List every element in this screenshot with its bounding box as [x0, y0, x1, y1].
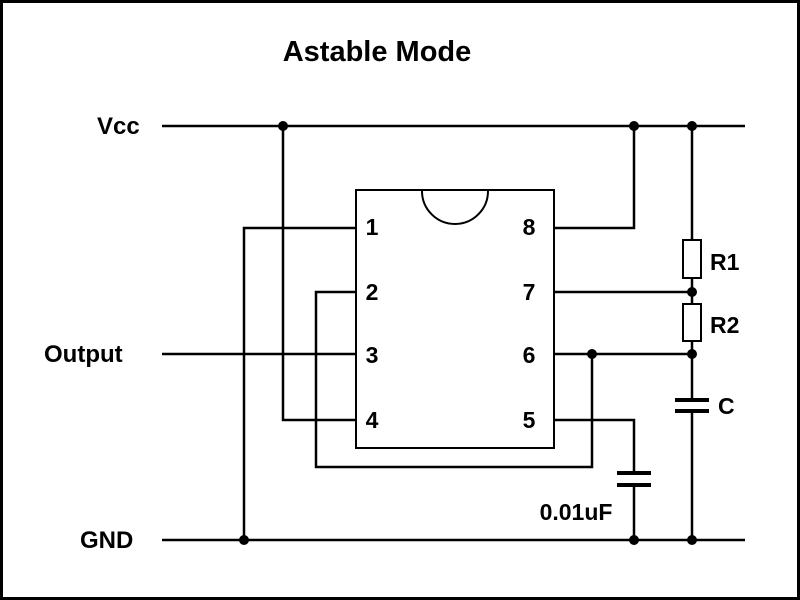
pin4-vcc-wire — [281, 126, 356, 422]
c-label: C — [718, 393, 735, 419]
junction-dot — [687, 121, 697, 131]
junction-dot — [687, 287, 697, 297]
junction-dot — [278, 121, 288, 131]
gnd-label: GND — [80, 527, 133, 554]
junction-dot — [629, 121, 639, 131]
junction-dot — [629, 535, 639, 545]
diagram-title: Astable Mode — [283, 36, 472, 68]
pin-label-3: 3 — [366, 342, 379, 368]
ic-555-body — [355, 189, 555, 449]
output-label: Output — [44, 341, 123, 368]
pin-label-1: 1 — [366, 214, 379, 240]
junction-dot — [239, 535, 249, 545]
pin8-vcc-wire — [554, 126, 636, 230]
pin-label-4: 4 — [366, 407, 379, 433]
control-cap-label: 0.01uF — [540, 499, 613, 525]
ic-notch — [421, 190, 489, 225]
pin-label-2: 2 — [366, 279, 379, 305]
junction-dot — [687, 535, 697, 545]
pin-label-5: 5 — [523, 407, 536, 433]
pin5-wire — [554, 418, 636, 471]
junction-dot — [687, 349, 697, 359]
r2-label: R2 — [710, 312, 739, 338]
pin-label-8: 8 — [523, 214, 536, 240]
pin1-gnd-wire — [242, 226, 356, 540]
junction-dot — [587, 349, 597, 359]
pin-label-7: 7 — [523, 279, 536, 305]
pin-label-6: 6 — [523, 342, 536, 368]
vcc-label: Vcc — [97, 113, 140, 140]
r1-label: R1 — [710, 249, 740, 275]
pin2-pin6-loop-wire — [314, 290, 594, 469]
